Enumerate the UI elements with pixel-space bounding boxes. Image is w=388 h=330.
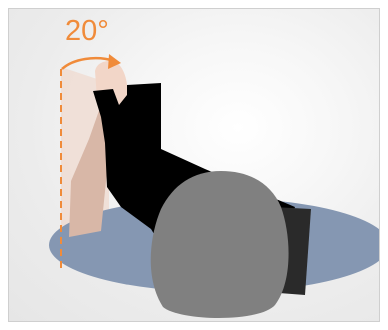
posture-diagram	[9, 9, 380, 322]
head	[151, 171, 289, 318]
illustration-panel: 20°	[8, 8, 380, 322]
angle-label: 20°	[65, 15, 109, 47]
